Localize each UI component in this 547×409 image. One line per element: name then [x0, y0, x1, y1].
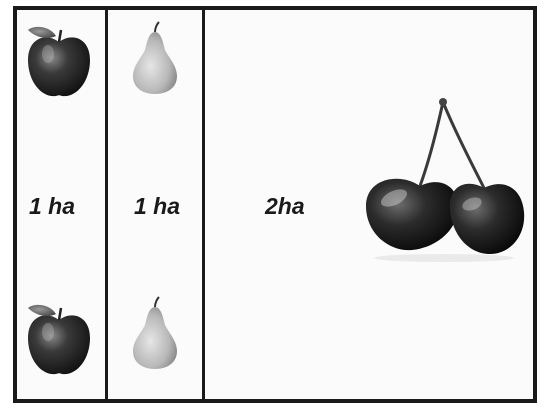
- plot-area-label: 1 ha: [134, 193, 180, 220]
- pear-icon: [127, 295, 183, 371]
- plot-divider-1: [105, 6, 108, 403]
- plot-area-label: 2ha: [265, 193, 305, 220]
- apple-icon: [22, 300, 96, 378]
- plot-divider-2: [202, 6, 205, 403]
- apple-icon: [22, 22, 96, 100]
- plot-area-label: 1 ha: [29, 193, 75, 220]
- pear-icon: [127, 20, 183, 96]
- cherry-icon: [360, 94, 530, 264]
